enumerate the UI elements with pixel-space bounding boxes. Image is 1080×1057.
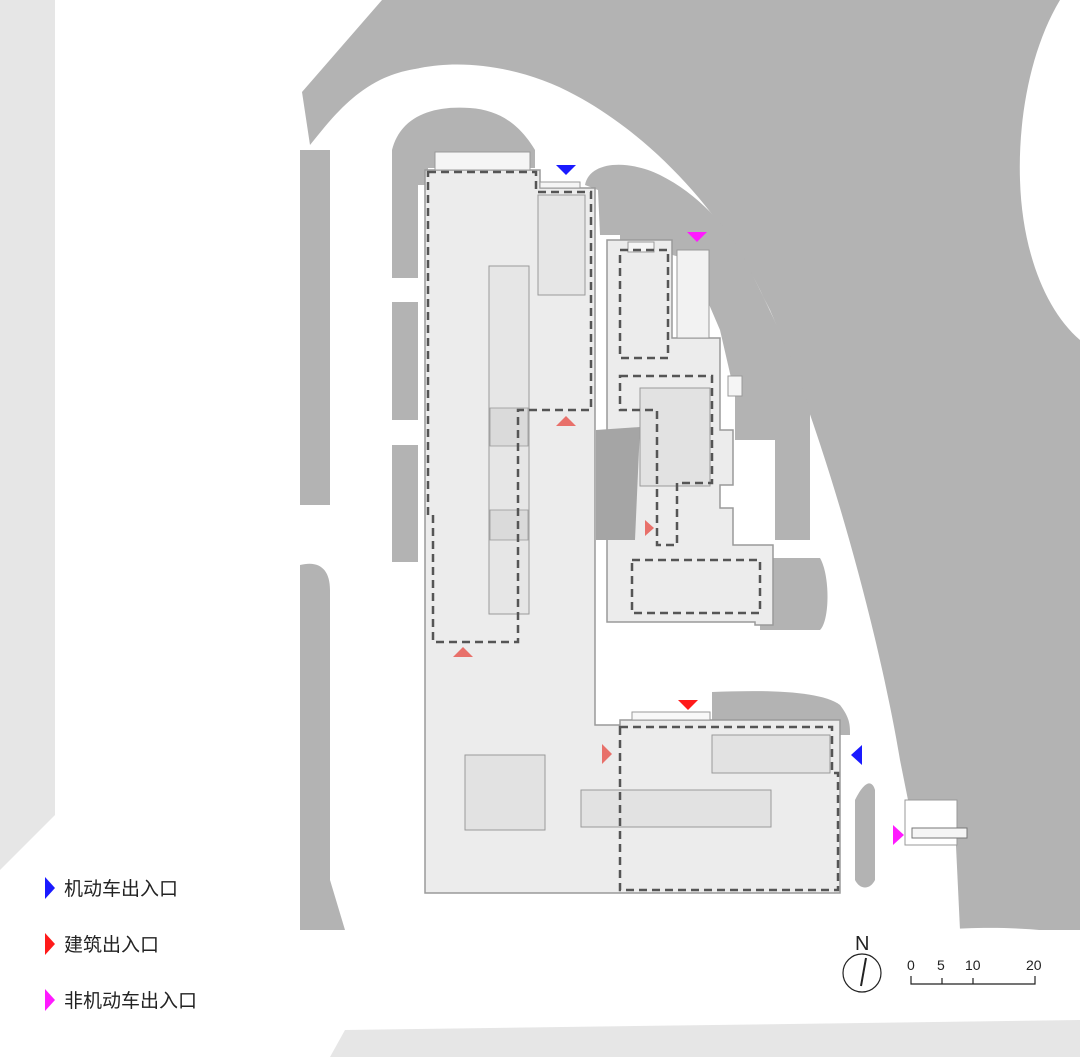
legend-label-bicycle: 非机动车出入口 [64,990,197,1012]
stair-2 [489,509,529,541]
building-entrance-marker-south [678,700,698,710]
bicycle-entrance-marker-north [687,232,707,242]
plaza-circle [1019,0,1080,340]
lawn-southeast-pocket [855,783,875,888]
building-entrance-marker-1 [556,416,576,426]
scale-bar: 0 5 10 20 [907,957,1042,985]
north-needle [860,957,867,987]
lawn-west-strip-3 [392,445,418,562]
lawn-west-strip-2 [392,302,418,420]
dashed-outline-4 [630,558,762,615]
legend-label-vehicle: 机动车出入口 [64,878,178,900]
building-entrance-marker-4 [645,520,654,536]
east-pocket-1 [639,387,711,487]
lawn-east-pocket [760,558,828,630]
east-small-box [727,375,743,397]
east-stair-block [676,249,710,339]
bicycle-entrance-marker-east [893,825,904,845]
legend-swatch-vehicle [45,877,55,899]
north-label: N [855,933,869,955]
roof-light-band [580,789,772,828]
lawn-west-strip-1 [392,185,418,278]
roof-strip-north [539,181,581,189]
dashed-outline-1 [426,170,593,644]
dashed-outline-2 [618,248,670,360]
scale-label-0: 0 [907,957,915,973]
scale-label-20: 20 [1026,957,1042,973]
building-entrance-marker-3 [602,744,612,764]
void-court [596,427,640,540]
legend: 机动车出入口 建筑出入口 非机动车出入口 [45,877,197,1012]
green-space-northeast [302,0,1080,930]
scale-label-10: 10 [965,957,981,973]
roof-parapet-north [434,151,531,171]
dashed-outline-3 [618,374,714,547]
dashed-outline-5 [618,725,840,892]
north-arrow: N [842,933,882,993]
dashed-boundaries [426,170,840,892]
roof-parapet-south [631,711,711,721]
legend-label-building: 建筑出入口 [64,934,159,956]
legend-swatch-bicycle [45,989,55,1011]
east-entry-canopy [627,241,655,253]
legend-swatch-building [45,933,55,955]
lawn-west-lower [300,563,345,930]
building-entrance-marker-2 [453,647,473,657]
bike-rack [911,827,968,839]
north-annex [537,194,586,296]
stair-1 [489,407,529,447]
lawn-west [300,150,330,505]
left-road-strip [0,0,55,870]
south-lawn-strip [330,1020,1080,1057]
scale-label-5: 5 [937,957,945,973]
vehicle-entrance-marker-east [851,745,862,765]
north-circle [842,953,882,993]
south-road-edge [940,927,1080,990]
south-wing-inset [711,734,831,774]
vehicle-entrance-marker-north [556,165,576,175]
courtyard-south [464,754,546,831]
